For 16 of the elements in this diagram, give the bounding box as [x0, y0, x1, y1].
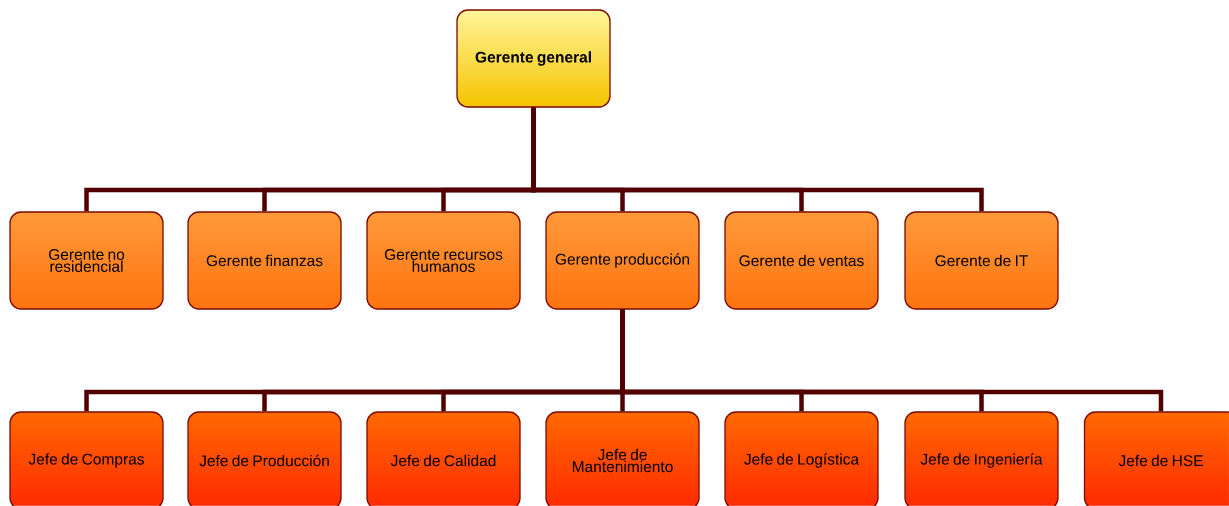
manager-box: Gerente recursos humanos [366, 211, 521, 310]
department-box: Jefe de Compras [9, 411, 164, 506]
manager-box: Gerente de ventas [724, 211, 879, 310]
department-box: Jefe de Mantenimiento [545, 411, 700, 506]
department-box: Jefe de Logística [724, 411, 879, 506]
manager-box: Gerente de IT [904, 211, 1059, 310]
department-box: Jefe de Ingeniería [904, 411, 1059, 506]
chief-box: Gerente general [456, 9, 611, 108]
department-box: Jefe de HSE [1083, 411, 1229, 506]
manager-box: Gerente finanzas [187, 211, 342, 310]
department-box: Jefe de Producción [187, 411, 342, 506]
department-box: Jefe de Calidad [366, 411, 521, 506]
connector-line [531, 107, 984, 212]
manager-box: Gerente producción [545, 211, 700, 310]
connector-line [620, 309, 1164, 412]
manager-box: Gerente no residencial [9, 211, 164, 310]
